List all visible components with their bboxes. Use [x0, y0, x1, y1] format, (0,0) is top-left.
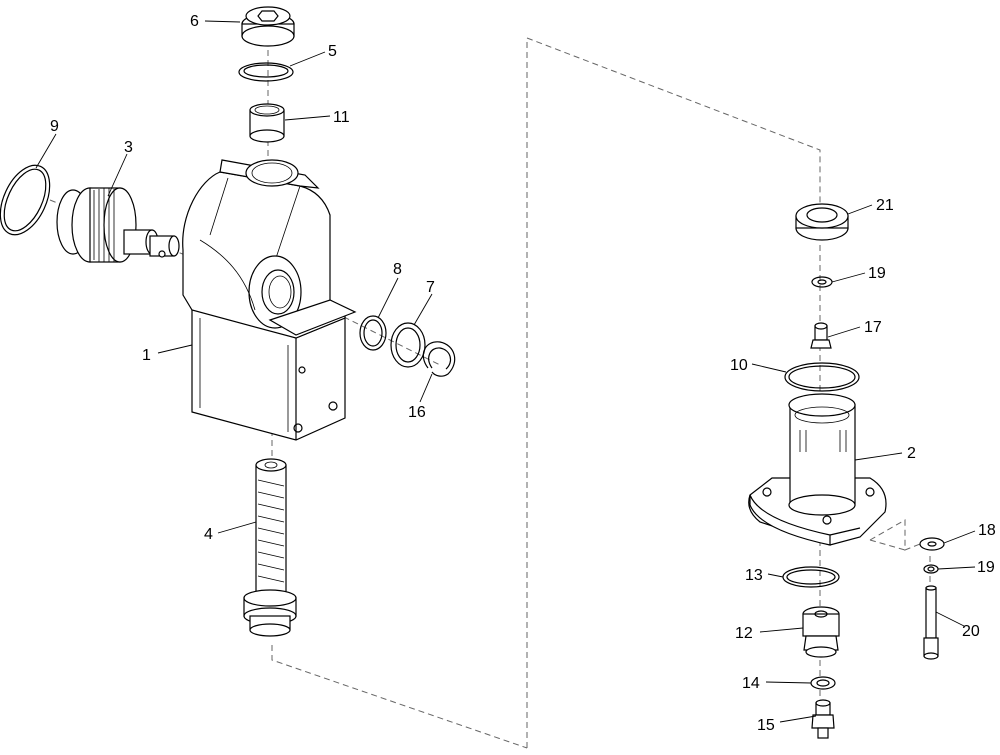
part-17-pin [810, 322, 832, 349]
part-1-housing [182, 159, 357, 441]
part-19-washer-lower [923, 564, 939, 574]
part-3-cartridge [56, 187, 180, 263]
callout-19-lower: 19 [977, 559, 995, 576]
callout-9: 9 [50, 118, 59, 135]
part-9-o-ring [0, 164, 51, 236]
callout-21: 21 [876, 197, 894, 214]
part-4-spring-rod [243, 458, 297, 637]
assembly-guide-lines [49, 30, 931, 749]
callout-labels: 1 2 3 4 5 6 7 8 9 10 11 12 13 14 15 16 1… [50, 13, 996, 734]
callout-4: 4 [204, 526, 213, 543]
callout-2: 2 [907, 445, 916, 462]
part-19-washer-upper [811, 276, 833, 288]
part-6-plug [241, 6, 295, 47]
part-21-cap [795, 203, 849, 241]
part-8-ring [359, 315, 387, 351]
part-12-fitting [802, 606, 840, 658]
callout-18: 18 [978, 522, 996, 539]
callout-19-upper: 19 [868, 265, 886, 282]
callout-8: 8 [393, 261, 402, 278]
callout-1: 1 [142, 347, 151, 364]
callout-16: 16 [408, 404, 426, 421]
leader-lines [35, 20, 976, 723]
part-15-nozzle [811, 699, 835, 739]
part-16-circlip [422, 341, 456, 377]
callout-11: 11 [333, 109, 350, 126]
part-18-washer [919, 537, 945, 551]
part-7-ring [390, 322, 426, 368]
part-14-washer [810, 676, 836, 690]
part-10-ring [784, 362, 860, 392]
part-13-ring [782, 566, 840, 588]
part-5-ring [238, 62, 294, 82]
callout-13: 13 [745, 567, 763, 584]
part-2-flange-body [748, 393, 887, 546]
callout-10: 10 [730, 357, 748, 374]
callout-14: 14 [742, 675, 760, 692]
callout-17: 17 [864, 319, 882, 336]
callout-7: 7 [426, 279, 435, 296]
part-11-bushing [249, 103, 285, 143]
callout-3: 3 [124, 139, 133, 156]
callout-6: 6 [190, 13, 199, 30]
part-20-screw [923, 585, 939, 660]
callout-15: 15 [757, 717, 775, 734]
callout-12: 12 [735, 625, 753, 642]
callout-20: 20 [962, 623, 980, 640]
callout-5: 5 [328, 43, 337, 60]
